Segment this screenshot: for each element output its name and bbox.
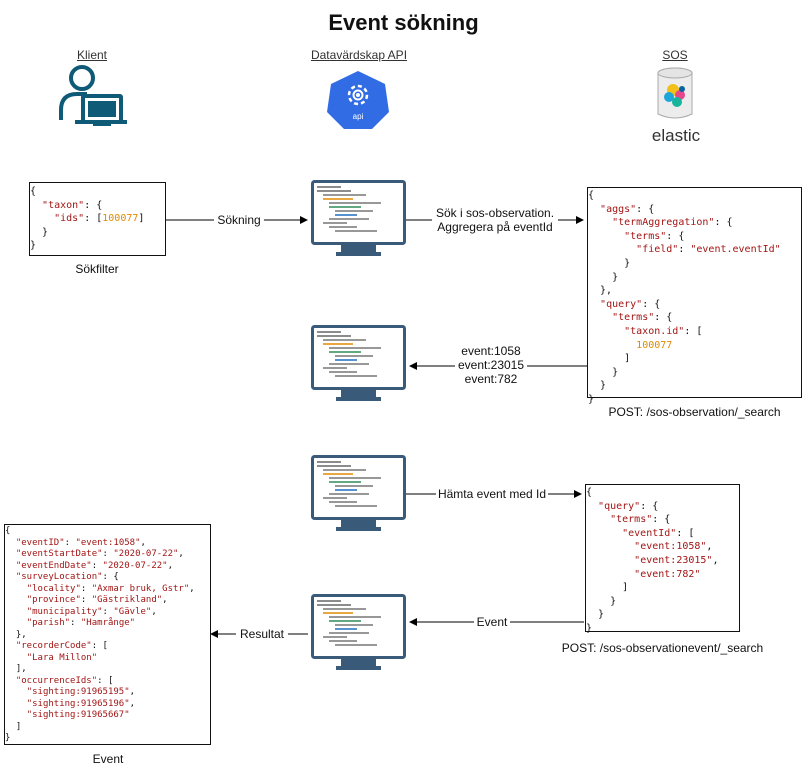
diagram-title: Event sökning	[328, 10, 479, 35]
code-monitor-icon	[311, 180, 406, 256]
aggs-line-9: "terms": {	[612, 312, 673, 324]
sokfilter-line-1: "taxon": {	[42, 199, 103, 211]
er-line-16: "sighting:91965667"	[26, 710, 130, 720]
edge-label-sokning: Sökning	[214, 213, 264, 227]
edge-label-event-782: event:782	[464, 372, 518, 386]
aggs-line-6: }	[588, 271, 619, 283]
er-line-6: "province": "Gästrikland",	[26, 595, 168, 605]
api-badge-text: api	[353, 112, 364, 121]
edge-label-events: event:1058 event:23015 event:782	[455, 344, 527, 386]
elastic-database-icon	[657, 67, 693, 119]
edge-label-sok: Sök i sos-observation. Aggregera på even…	[432, 206, 558, 234]
eq-line-1: "query": {	[598, 500, 659, 512]
aggs-line-0: {	[588, 190, 595, 201]
aggs-line-1: "aggs": {	[600, 203, 655, 215]
sokfilter-line-2: "ids": [100077]	[54, 213, 145, 225]
eq-line-8: }	[586, 595, 617, 607]
edge-label-event-1058: event:1058	[461, 344, 521, 358]
lane-api-label: Datavärdskap API	[310, 48, 408, 62]
lane-client-label: Klient	[76, 48, 108, 62]
eq-line-4: "event:1058",	[634, 541, 713, 553]
sokfilter-line-0: {	[30, 186, 37, 197]
edge-label-resultat: Resultat	[236, 627, 288, 641]
edge-label-event: Event	[474, 615, 510, 629]
aggs-line-12: ]	[588, 353, 631, 365]
er-line-15: "sighting:91965196",	[26, 698, 136, 709]
code-monitor-icon	[311, 455, 406, 531]
aggs-line-10: "taxon.id": [	[624, 325, 703, 337]
er-line-3: "eventEndDate": "2020-07-22",	[15, 560, 173, 571]
aggs-line-15: }	[588, 393, 595, 405]
edge-label-sok-line2: Aggregera på eventId	[437, 220, 553, 234]
eq-line-3: "eventId": [	[622, 527, 695, 539]
er-line-18: }	[5, 733, 11, 743]
aggs-query-json-box: { "aggs": { "termAggregation": { "terms"…	[587, 187, 802, 405]
aggs-query-caption: POST: /sos-observation/_search	[608, 405, 781, 419]
sokfilter-line-3: }	[30, 226, 49, 238]
er-line-11: "Lara Millon"	[26, 652, 98, 663]
edge-label-sok-line1: Sök i sos-observation.	[435, 206, 555, 220]
er-line-8: "parish": "Hamrånge"	[26, 618, 136, 628]
er-line-12: ],	[5, 664, 27, 674]
elastic-logo-text: elastic	[651, 126, 701, 145]
eq-line-10: }	[586, 622, 593, 634]
sokfilter-caption: Sökfilter	[75, 262, 119, 276]
eq-line-0: {	[586, 487, 593, 498]
code-monitor-icon	[311, 594, 406, 670]
aggs-line-5: }	[588, 257, 631, 269]
er-line-17: ]	[5, 721, 22, 732]
er-line-10: "recorderCode": [	[15, 641, 108, 651]
sokfilter-json-box: { "taxon": { "ids": [100077] } }	[29, 182, 166, 256]
aggs-line-3: "terms": {	[624, 230, 685, 242]
event-query-json-box: { "query": { "terms": { "eventId": [ "ev…	[585, 484, 740, 634]
sokfilter-line-4: }	[30, 240, 37, 252]
er-line-1: "eventID": "event:1058",	[15, 537, 146, 548]
eq-line-6: "event:782"	[634, 568, 701, 580]
er-line-9: },	[5, 629, 27, 640]
edge-label-event-23015: event:23015	[457, 358, 525, 372]
aggs-line-8: "query": {	[600, 298, 661, 310]
aggs-line-11: 100077	[636, 339, 673, 351]
er-line-4: "surveyLocation": {	[15, 572, 119, 582]
er-line-0: {	[5, 526, 11, 536]
user-computer-icon	[59, 65, 127, 126]
aggs-line-4: "field": "event.eventId"	[636, 244, 781, 256]
aggs-line-14: }	[588, 380, 607, 392]
er-line-7: "municipality": "Gävle",	[26, 606, 157, 617]
er-line-13: "occurrenceIds": [	[15, 675, 114, 686]
eq-line-7: ]	[586, 582, 629, 594]
aggs-line-2: "termAggregation": {	[612, 217, 733, 229]
eq-line-2: "terms": {	[610, 514, 671, 526]
er-line-14: "sighting:91965195",	[26, 687, 136, 697]
code-monitor-icon	[311, 325, 406, 401]
event-result-json-box: { "eventID": "event:1058", "eventStartDa…	[4, 524, 211, 745]
eq-line-9: }	[586, 609, 605, 621]
er-line-2: "eventStartDate": "2020-07-22",	[15, 549, 184, 559]
lane-sos-label: SOS	[662, 48, 688, 62]
aggs-line-7: },	[588, 285, 613, 297]
api-gear-icon: api	[327, 71, 389, 129]
edge-label-hamta: Hämta event med Id	[436, 487, 548, 501]
eq-line-5: "event:23015",	[634, 554, 719, 566]
er-line-5: "locality": "Axmar bruk, Gstr",	[26, 583, 195, 594]
event-query-caption: POST: /sos-observationevent/_search	[561, 641, 764, 655]
event-result-caption: Event	[92, 752, 124, 766]
aggs-line-13: }	[588, 366, 619, 378]
